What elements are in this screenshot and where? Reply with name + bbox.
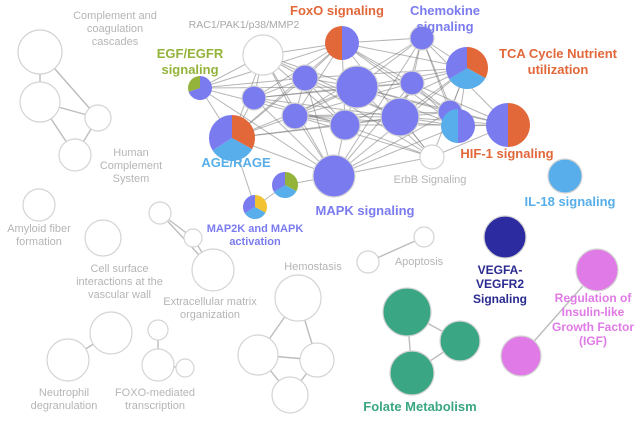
hif1-node[interactable] [441, 109, 475, 143]
rac1-node[interactable] [242, 34, 284, 76]
hemostasis-node-1[interactable] [274, 274, 322, 322]
apoptosis-node-1[interactable] [356, 250, 380, 274]
complement-node-2[interactable] [19, 81, 61, 123]
edge-3 [199, 86, 358, 89]
foxo-tx-node-1[interactable] [147, 319, 169, 341]
mapk-cluster-node-6[interactable] [380, 97, 420, 137]
folate-node-2[interactable] [439, 320, 481, 362]
tca-node[interactable] [445, 47, 489, 90]
edge-71 [294, 111, 451, 117]
network-nodes [17, 25, 619, 414]
label-rac1-pak1: RAC1/PAK1/p38/MMP2 [188, 19, 300, 31]
neutrophil-node-2[interactable] [46, 338, 90, 382]
edge-83 [253, 97, 401, 118]
tca-node-2[interactable] [486, 103, 530, 147]
foxo-tx-node-3[interactable] [175, 358, 195, 378]
mapk-cluster-node-1[interactable] [291, 64, 319, 92]
label-erbb-signaling: ErbB Signaling [393, 174, 467, 186]
mapk-cluster-node-5[interactable] [329, 109, 361, 141]
edge-74 [294, 115, 459, 127]
edge-6 [199, 87, 335, 177]
hemostasis-node-3[interactable] [299, 342, 335, 378]
folate-node-3[interactable] [389, 350, 435, 396]
cell-surface-node[interactable] [84, 219, 122, 257]
hemostasis-node-3b[interactable] [271, 376, 309, 414]
folate-node-1[interactable] [382, 287, 432, 337]
foxo-node[interactable] [325, 26, 359, 60]
edge-12 [262, 54, 401, 118]
erbb-node[interactable] [419, 144, 445, 170]
label-age-rage: AGE/RAGE [201, 155, 271, 170]
label-foxo-signaling: FoxO signaling [290, 3, 384, 18]
age-rage-node[interactable] [209, 115, 255, 161]
edge-75 [294, 115, 433, 158]
mapk-cluster-node-4[interactable] [281, 102, 309, 130]
vegfa-node[interactable] [483, 215, 527, 259]
hemostasis-node-2[interactable] [237, 334, 279, 376]
mapk-cluster-node-8[interactable] [241, 85, 267, 111]
mapk-cluster-node-3[interactable] [399, 70, 425, 96]
ecm-node-3[interactable] [191, 248, 235, 292]
amyloid-node[interactable] [22, 188, 56, 222]
igf-node-1[interactable] [575, 248, 619, 292]
label-hemostasis: Hemostasis [284, 261, 342, 273]
apoptosis-node-2[interactable] [413, 226, 435, 248]
label-hif1-signaling: HIF-1 signaling [460, 146, 554, 161]
edge-88 [333, 111, 451, 177]
edge-17 [341, 42, 468, 69]
il18-node[interactable] [547, 158, 583, 194]
mapk-cluster-node-2[interactable] [335, 65, 379, 109]
mapk-node[interactable] [312, 154, 356, 198]
foxo-tx-node-2[interactable] [141, 348, 175, 382]
label-folate-metabolism: Folate Metabolism [363, 399, 477, 414]
neutrophil-node-1[interactable] [89, 311, 133, 355]
complement-node-3[interactable] [58, 138, 92, 172]
edge-24 [231, 42, 343, 139]
igf-node-2[interactable] [500, 335, 542, 377]
label-mapk-signaling: MAPK signaling [315, 203, 415, 218]
complement-node-4[interactable] [84, 104, 112, 132]
edge-4 [199, 87, 346, 126]
edge-22 [341, 42, 451, 113]
map2k-node-1[interactable] [272, 172, 299, 198]
edge-60 [356, 86, 509, 126]
ecm-node-2[interactable] [183, 228, 203, 248]
edge-84 [231, 116, 401, 139]
chemokine-node[interactable] [409, 25, 435, 51]
complement-node-1[interactable] [17, 29, 63, 75]
edge-36 [304, 67, 468, 79]
edge-65 [253, 82, 413, 99]
ecm-node-1[interactable] [148, 201, 172, 225]
egfr-node[interactable] [188, 76, 212, 101]
map2k-node-2[interactable] [243, 195, 267, 219]
edge-94 [333, 125, 459, 177]
label-apoptosis: Apoptosis [394, 256, 444, 268]
label-il18-signaling: IL-18 signaling [524, 194, 616, 209]
